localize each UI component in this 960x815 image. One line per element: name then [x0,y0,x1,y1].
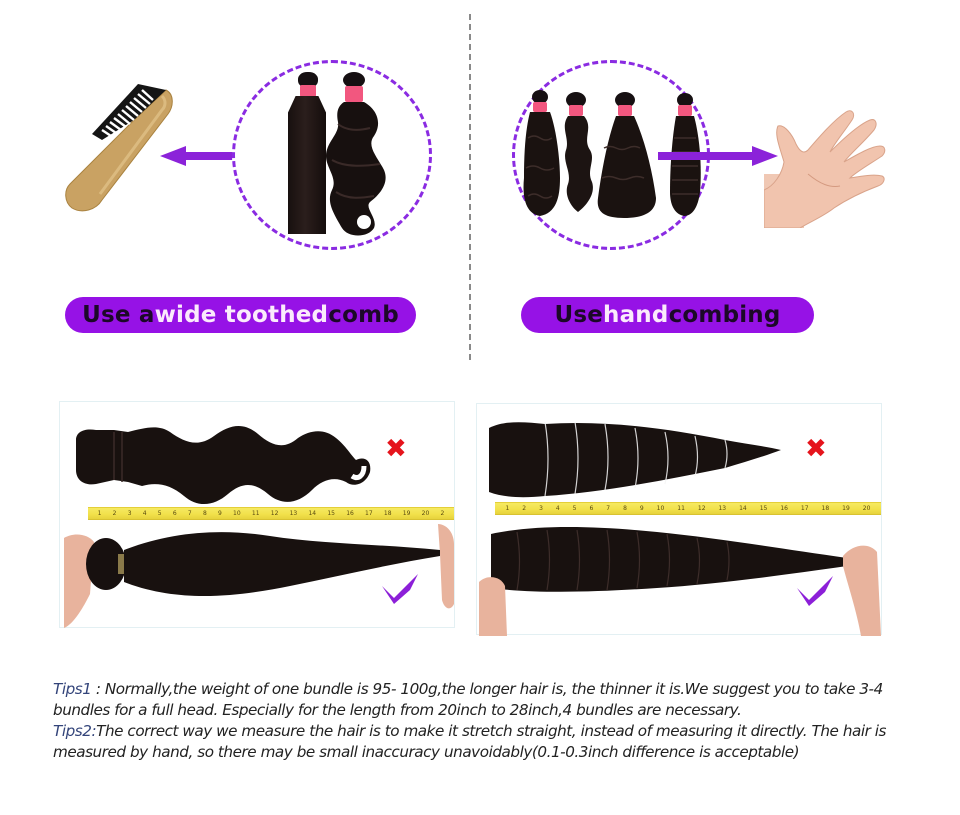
tape-tick: 9 [217,510,222,517]
tape-tick: 14 [308,510,317,517]
measuring-tape: 1 2 3 4 5 6 7 8 9 10 11 12 13 14 15 16 1… [495,502,881,515]
tape-tick: 8 [623,505,627,512]
hand-icon [764,110,886,228]
curly-bundles-image [523,90,701,218]
label-part: combing [668,302,781,328]
tape-tick: 18 [821,505,830,512]
tape-tick: 15 [327,510,335,517]
tape-tick: 19 [842,505,850,512]
tape-tick: 2 [112,510,117,517]
tape-tick: 19 [402,510,411,517]
tape-tick: 2 [440,510,445,517]
tip-2-text: The correct way we measure the hair is t… [53,722,887,761]
tape-tick: 7 [606,505,611,512]
tape-tick: 12 [697,505,706,512]
label-highlight: wide toothed [154,302,329,328]
measuring-tape: 1 2 3 4 5 6 7 8 9 10 11 12 13 14 15 16 1… [88,507,454,520]
unstretched-body-wave-image [76,425,371,505]
bundles-circle-straight-bodywave [232,60,432,250]
tape-tick: 16 [780,505,788,512]
tape-tick: 10 [233,510,241,517]
tape-tick: 4 [555,505,560,512]
body-wave-bundle-image [326,72,386,236]
tape-tick: 6 [589,505,594,512]
correct-measure-check-icon [382,574,418,604]
wide-toothed-comb-label: Use a wide toothed comb [65,297,416,333]
tape-tick: 15 [759,505,768,512]
tape-tick: 20 [862,505,871,512]
wrong-measure-x-icon: ✖ [805,434,827,464]
section-divider [469,14,471,360]
tape-tick: 13 [289,510,298,517]
label-highlight: hand [603,302,669,328]
hand-combing-label: Use hand combing [521,297,814,333]
tape-tick: 13 [718,505,727,512]
tape-tick: 9 [639,505,644,512]
tape-tick: 3 [539,505,543,512]
label-part: Use [554,302,604,328]
tape-tick: 5 [157,510,162,517]
tape-tick: 8 [202,510,207,517]
tape-tick: 17 [800,505,809,512]
comb-icon [65,84,173,212]
tape-tick: 11 [251,510,260,517]
correct-measure-check-icon [797,576,833,606]
unstretched-deep-wave-image [489,421,781,498]
tip-2: Tips2:The correct way we measure the hai… [53,721,913,763]
label-part: Use a [82,302,155,328]
label-part: comb [328,302,399,328]
tape-tick: 10 [656,505,665,512]
tape-tick: 17 [365,510,373,517]
tape-tick: 14 [739,505,747,512]
tape-tick: 6 [172,510,177,517]
tape-tick: 18 [383,510,392,517]
tip-1-label: Tips1 [53,680,92,698]
wrong-measure-x-icon: ✖ [385,434,407,464]
straight-bundle-image [232,60,432,250]
tape-tick: 16 [346,510,354,517]
stretched-body-wave-image [64,524,454,628]
tip-1: Tips1 : Normally,the weight of one bundl… [53,679,913,721]
tape-tick: 2 [522,505,527,512]
stretched-deep-wave-image [479,527,881,636]
tape-tick: 11 [677,505,685,512]
deep-wave-measure-photo: ✖ 1 2 3 4 5 6 7 8 9 10 11 12 13 14 15 16… [476,403,882,636]
tape-tick: 12 [270,510,279,517]
tips-text-block: Tips1 : Normally,the weight of one bundl… [53,679,913,763]
body-wave-measure-photo: ✖ 1 2 3 4 5 6 7 8 9 10 11 12 13 14 15 16… [59,401,455,628]
tape-tick: 4 [142,510,147,517]
tip-2-label: Tips2: [53,722,97,740]
tape-tick: 7 [187,510,192,517]
tip-1-text: : Normally,the weight of one bundle is 9… [53,680,883,719]
tape-tick: 1 [505,505,510,512]
tape-tick: 3 [127,510,132,517]
tape-tick: 20 [421,510,430,517]
tape-tick: 1 [97,510,102,517]
tape-tick: 5 [572,505,577,512]
